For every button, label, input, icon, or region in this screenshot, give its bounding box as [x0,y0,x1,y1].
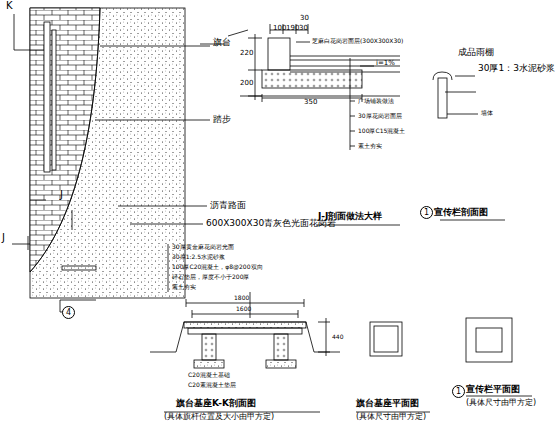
material-note: C20混凝土基础 [188,372,230,378]
layer-note: 广场铺装做法 [358,98,394,104]
callout-circle: 1 [420,206,433,219]
slope-note: i=1% [376,60,395,67]
layer-note: 30厚黄金麻花岗岩光面 [172,244,234,250]
drawing-title: 宣传栏剖面图 [434,208,488,217]
layer-note: 素土夯实 [358,143,382,149]
part-label: 踏步 [213,115,231,124]
material-note: 600X300X30青灰色光面花岗岩 [206,219,336,228]
layer-note: 100厚C20混凝土，φ8@200双向 [172,264,263,270]
dimension: 100 [273,25,286,32]
dimension: 1800 [234,295,249,301]
section-mark: J [2,233,5,243]
drawing-note: (具体尺寸由甲方定) [356,413,426,421]
callout-number: 1 [456,388,461,396]
material-note: 30厚1：3水泥砂浆 [478,64,555,73]
dimension: 220 [240,50,253,57]
dimension: 30 [299,25,308,32]
part-label: 成品雨棚 [458,48,494,57]
drawing-title: 宣传栏平面图 [466,385,520,394]
kk-section [150,244,340,368]
dimension: 1600 [236,306,251,312]
part-label: 沥青路面 [210,201,246,210]
drawing-title: 旗台基座平面图 [356,399,419,408]
material-note: C20素混凝土垫层 [188,382,236,388]
callout-circle: 1 [452,385,465,398]
callout-number: 4 [66,309,71,317]
layer-note: 100厚C15混凝土 [358,128,405,134]
part-label: 旗台 [213,38,231,47]
layer-note: 素土夯实 [172,284,196,290]
drawing-title: J-J剖面做法大样 [318,212,382,221]
drawing-note: (具体尺寸由甲方定) [466,399,536,407]
drawing-note: (具体旗杆位置及大小由甲方定) [164,413,274,421]
part-label: 墙体 [481,110,493,116]
callout-number: 1 [424,209,429,217]
layer-note: 碎石垫层，厚度不小于200厚 [172,274,249,280]
drawing-title: 旗台基座K-K剖面图 [176,399,256,408]
signboard-section [433,72,478,118]
material-note: 芝麻白花岗岩面层(300X300X30) [312,38,403,44]
dimension: 190 [286,25,299,32]
dimension: 350 [304,99,317,106]
dimension: 440 [332,334,343,340]
layer-note: 30厚花岗岩面层 [358,113,402,119]
dimension: 200 [240,80,253,87]
layer-note: 30厚1:2.5水泥砂浆 [172,254,225,260]
plan-symbols [164,220,532,412]
dimension: 30 [300,15,309,22]
section-mark: J [60,190,63,200]
section-mark: K [6,1,13,11]
callout-circle: 4 [62,306,75,319]
